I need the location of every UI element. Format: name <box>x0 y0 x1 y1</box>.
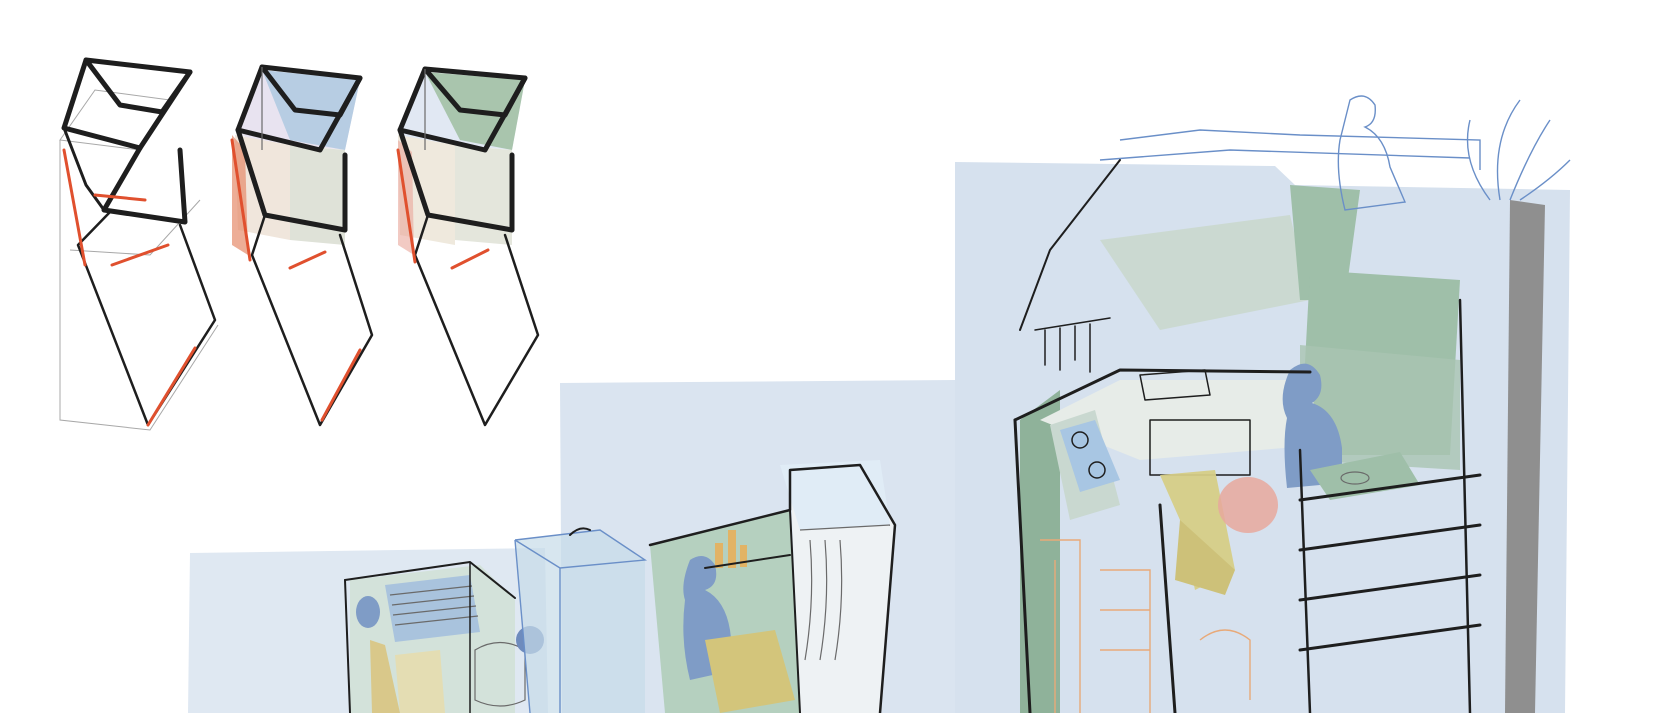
loft-ladder <box>1298 200 1545 713</box>
pouf <box>1218 477 1278 533</box>
axon-diagram-green <box>396 66 540 427</box>
kitchen-loft <box>1013 95 1571 713</box>
loft-person-sketch <box>1337 95 1407 211</box>
bedroom-nook <box>344 561 544 713</box>
shower-curtain <box>804 539 843 661</box>
axon-diagram-wireframe <box>59 57 219 431</box>
plant-sketch <box>1466 99 1571 201</box>
axon-diagram-blue <box>230 64 374 427</box>
seated-person-kitchen <box>1282 363 1342 488</box>
bathroom <box>648 460 897 713</box>
storage-sketch <box>1040 539 1251 713</box>
stove-icon <box>1060 420 1120 492</box>
glass-sink-cabinet <box>514 527 648 713</box>
